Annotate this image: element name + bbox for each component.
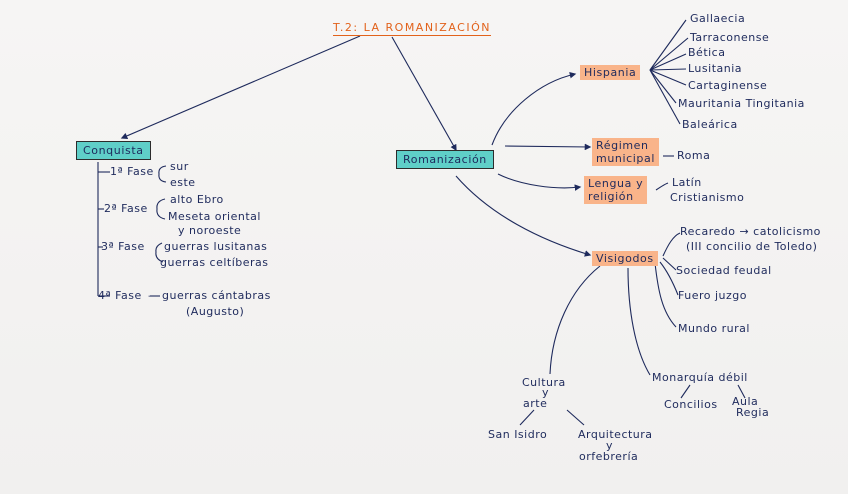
fase-4-item-2: (Augusto) xyxy=(186,305,245,318)
visigodos-item-3: Sociedad feudal xyxy=(676,264,772,277)
provincia-2: Tarraconense xyxy=(690,31,770,44)
visigodos-item-5: Mundo rural xyxy=(678,322,750,335)
cultura-label: Cultura xyxy=(522,376,566,389)
cultura-label-2: arte xyxy=(523,397,548,410)
romanizacion-box: Romanización xyxy=(396,150,494,169)
fase-2-item-1: alto Ebro xyxy=(170,193,224,206)
regimen-label-1: Régimen xyxy=(596,139,649,152)
cultura-sub-1: San Isidro xyxy=(488,428,548,441)
visigodos-item-2: (III concilio de Toledo) xyxy=(686,240,818,253)
fase-2-item-2: Meseta oriental xyxy=(168,210,261,223)
fase-1-item-1: sur xyxy=(170,160,189,173)
visigodos-item-4: Fuero juzgo xyxy=(678,289,747,302)
page-title: T.2: LA ROMANIZACIÓN xyxy=(333,21,491,36)
monarquia-sub-2: Aula xyxy=(732,395,759,408)
monarquia-sub-3: Regia xyxy=(736,406,770,419)
provincia-1: Gallaecia xyxy=(690,12,746,25)
fase-1-label: 1ª Fase xyxy=(110,165,154,178)
lengua-value-2: Cristianismo xyxy=(670,191,745,204)
hispania-box: Hispania xyxy=(580,65,641,80)
fase-4-item-1: guerras cántabras xyxy=(162,289,271,302)
fase-3-item-2: guerras celtíberas xyxy=(160,256,269,269)
lengua-box: Lengua y religión xyxy=(584,176,648,204)
fase-3-item-1: guerras lusitanas xyxy=(164,240,268,253)
arrow-to-lengua xyxy=(497,173,582,191)
regimen-value: Roma xyxy=(677,149,711,162)
dash-icon: – xyxy=(148,289,154,302)
fase-4-label: 4ª Fase xyxy=(98,289,142,302)
cultura-amp: y xyxy=(542,386,550,399)
arrow-to-visigodos xyxy=(455,175,592,257)
lengua-label-2: religión xyxy=(588,190,634,203)
regimen-box: Régimen municipal xyxy=(592,138,659,166)
fase-1-item-2: este xyxy=(170,176,196,189)
arrow-to-hispania xyxy=(491,71,577,146)
regimen-label-2: municipal xyxy=(596,152,655,165)
lengua-label-1: Lengua y xyxy=(588,177,644,190)
cultura-sub-3: y xyxy=(606,439,614,452)
monarquia-label: Monarquía débil xyxy=(652,371,748,384)
provincia-3: Bética xyxy=(688,46,726,59)
lengua-value-1: Latín xyxy=(672,176,702,189)
arrow-title-conquista xyxy=(120,35,361,139)
arrow-to-regimen xyxy=(504,143,592,151)
conquista-box: Conquista xyxy=(76,141,151,160)
provincia-5: Cartaginense xyxy=(688,79,768,92)
fase-2-label: 2ª Fase xyxy=(104,202,148,215)
cultura-sub-4: orfebrería xyxy=(579,450,639,463)
provincia-7: Baleárica xyxy=(682,118,738,131)
arrow-title-romanizacion xyxy=(391,36,457,152)
provincia-6: Mauritania Tingitania xyxy=(678,97,805,110)
fase-3-label: 3ª Fase xyxy=(101,240,145,253)
fase-2-item-3: y noroeste xyxy=(178,224,242,237)
visigodos-box: Visigodos xyxy=(592,251,658,266)
monarquia-sub-1: Concilios xyxy=(664,398,718,411)
provincia-4: Lusitania xyxy=(688,62,743,75)
cultura-sub-2: Arquitectura xyxy=(578,428,653,441)
visigodos-item-1: Recaredo → catolicismo xyxy=(680,225,821,238)
